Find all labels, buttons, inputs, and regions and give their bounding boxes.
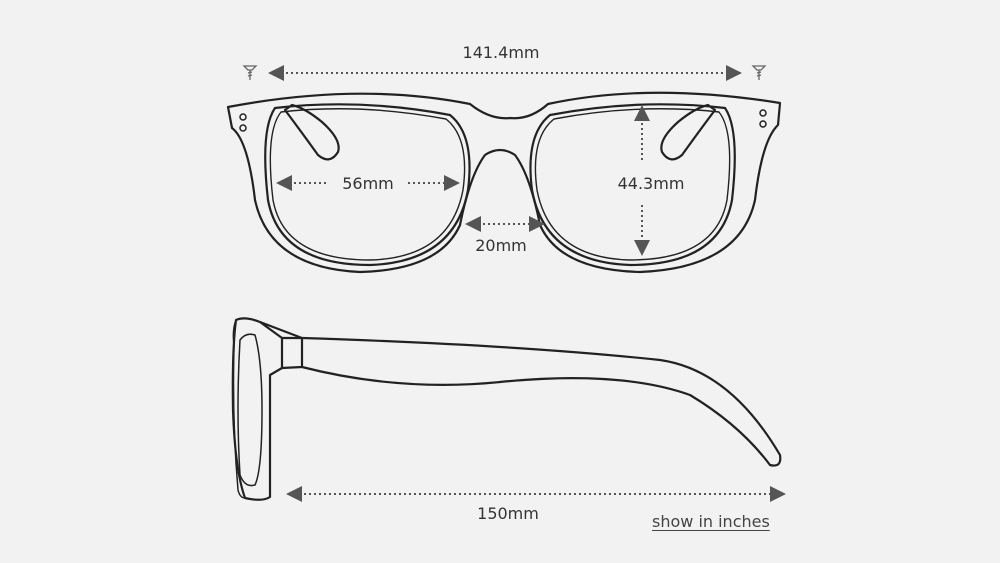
right-lens xyxy=(529,103,736,267)
lens-height-label: 44.3mm xyxy=(613,174,689,193)
screw-icon xyxy=(242,65,258,80)
left-lens xyxy=(264,103,471,267)
side-hinge xyxy=(259,320,304,370)
screw-icon xyxy=(751,65,767,80)
frame-width-label: 141.4mm xyxy=(458,43,544,62)
show-in-inches-link[interactable]: show in inches xyxy=(652,512,770,531)
front-frame xyxy=(226,91,782,274)
nose-pad-right xyxy=(660,103,717,161)
temple-length-label: 150mm xyxy=(473,504,543,523)
nose-pad-left xyxy=(283,103,340,161)
bridge-width-label: 20mm xyxy=(471,236,531,255)
temple-arm xyxy=(301,336,782,467)
lens-width-label: 56mm xyxy=(338,174,398,193)
